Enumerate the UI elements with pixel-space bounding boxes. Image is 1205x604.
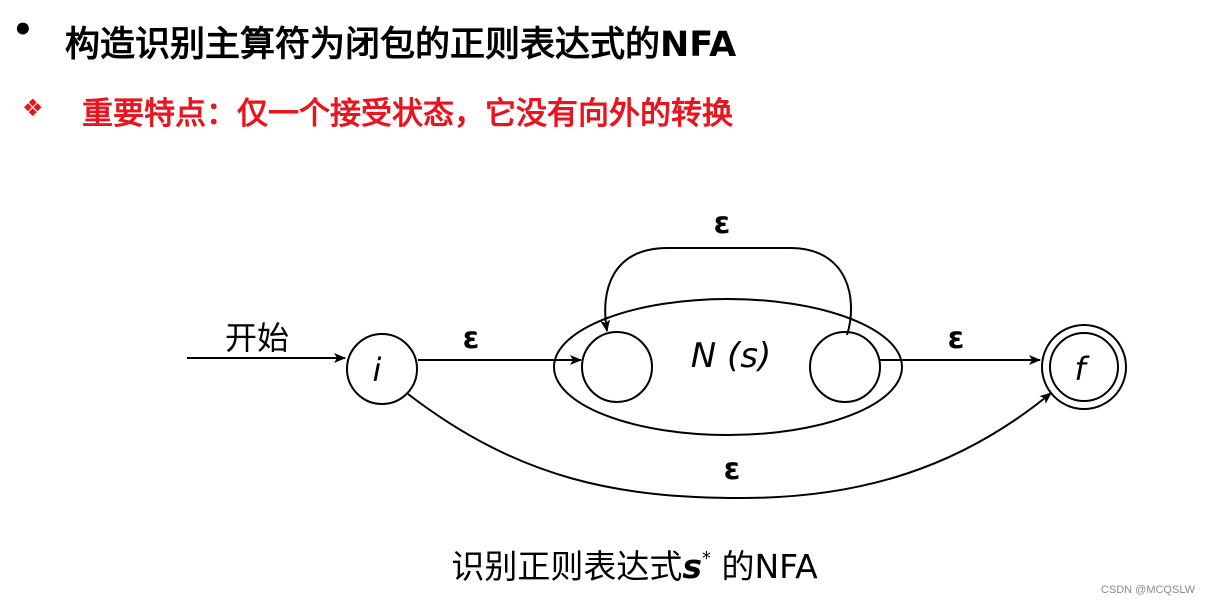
edge-loop-back xyxy=(600,247,853,336)
page-title: 构造识别主算符为闭包的正则表达式的NFA xyxy=(65,25,737,65)
eps-label-bottom: ε xyxy=(724,452,741,487)
diamond-bullet-icon: ❖ xyxy=(22,94,44,122)
diagram-caption: 识别正则表达式s* 的NFA xyxy=(0,540,1205,588)
n-s-label: N (s) xyxy=(691,336,771,376)
n-s-start-state xyxy=(581,331,653,403)
key-feature-text: 重要特点：仅一个接受状态，它没有向外的转换 xyxy=(82,96,733,132)
edge-i-to-f-bypass xyxy=(407,392,1052,500)
bullet-point: • xyxy=(12,10,34,50)
state-f-inner-circle xyxy=(1049,332,1119,402)
caption-prefix: 识别正则表达式 xyxy=(451,547,683,586)
caption-star: * xyxy=(701,548,711,569)
state-i-label: i xyxy=(373,351,382,389)
state-i-circle xyxy=(346,333,418,405)
watermark: CSDN @MCQSLW xyxy=(1100,584,1195,596)
start-label: 开始 xyxy=(225,319,289,357)
n-s-ellipse xyxy=(553,298,903,436)
n-s-final-state xyxy=(809,331,881,403)
caption-suffix: 的NFA xyxy=(710,547,818,586)
eps-label-i-to-ns: ε xyxy=(463,321,480,356)
heading: • 构造识别主算符为闭包的正则表达式的NFA xyxy=(0,10,1205,80)
eps-label-ns-to-f: ε xyxy=(948,321,965,356)
eps-label-top: ε xyxy=(714,206,731,241)
state-f-outer-circle xyxy=(1041,324,1127,410)
caption-symbol: s xyxy=(682,547,702,586)
